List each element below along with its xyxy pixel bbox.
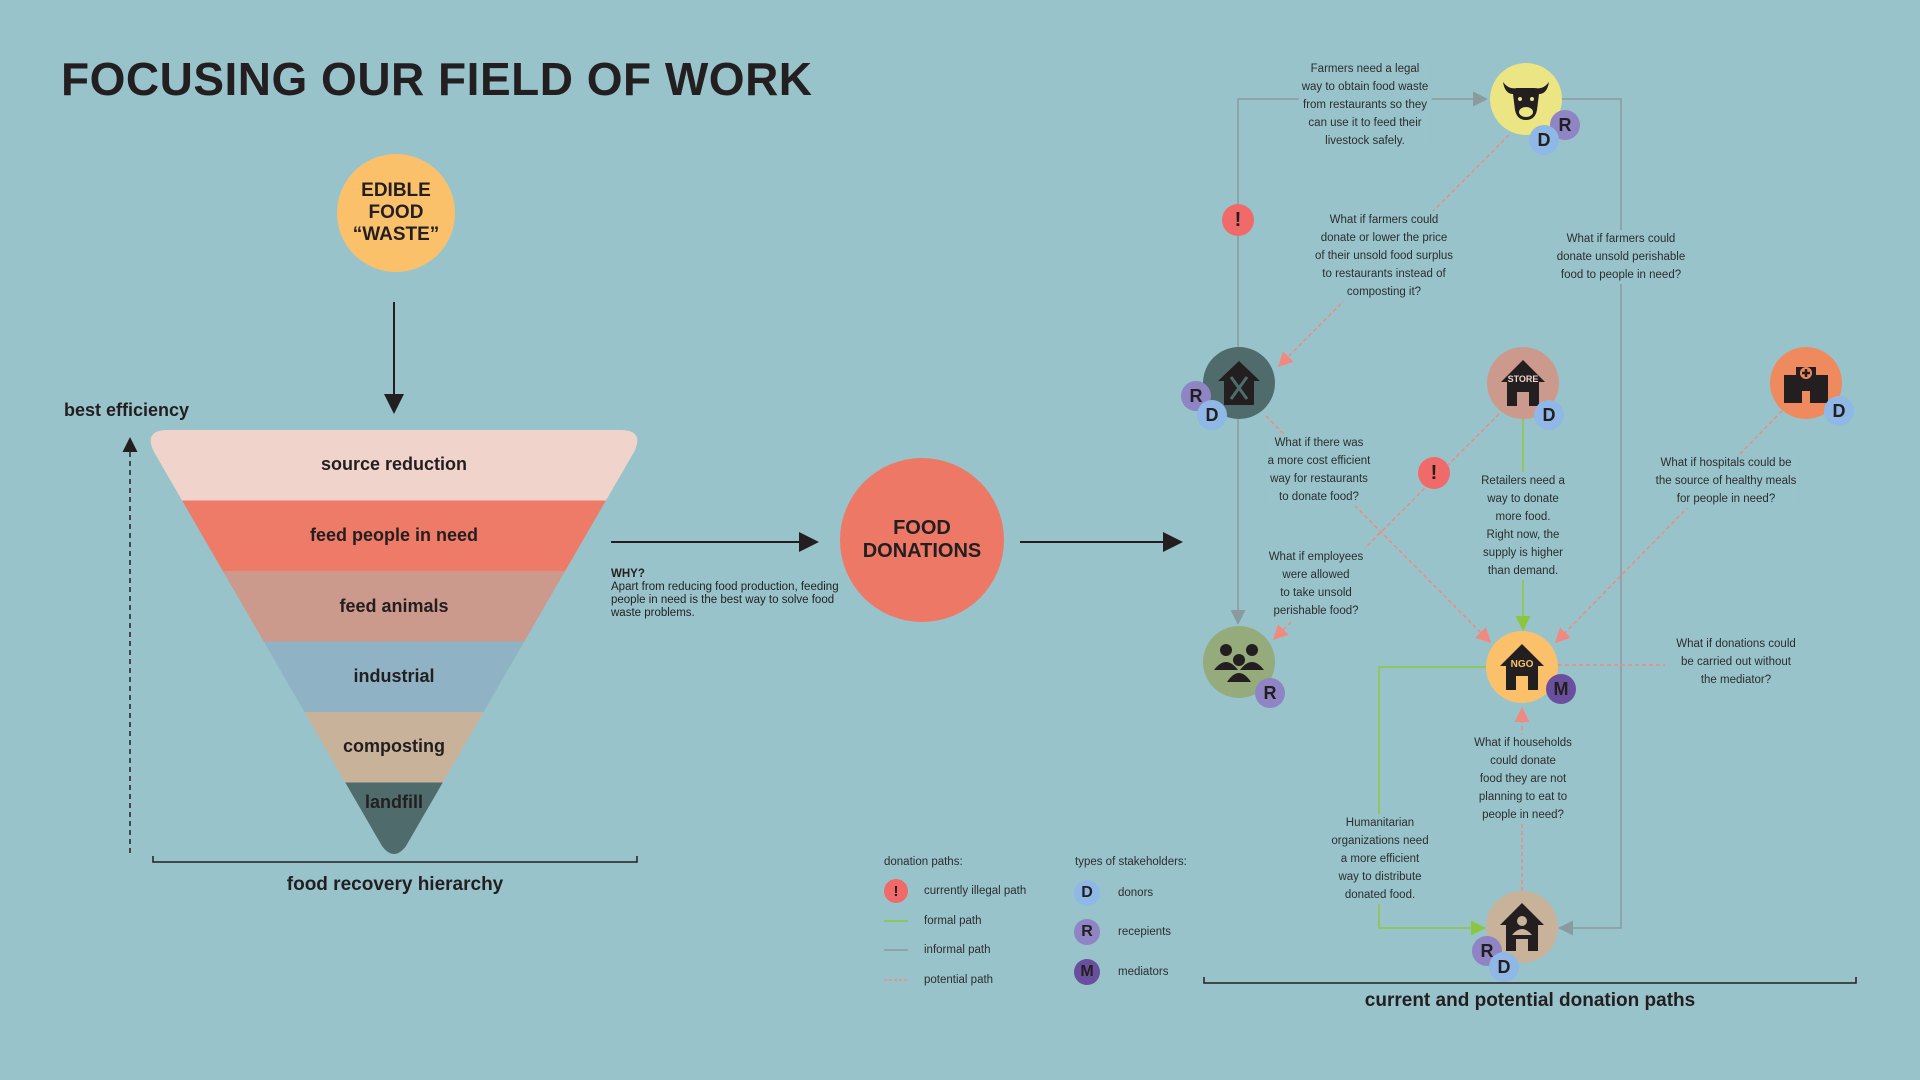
store-icon: STORE bbox=[1501, 360, 1545, 406]
badge-recipient: R bbox=[1255, 678, 1285, 708]
note-farmers-legal: Farmers need a legal way to obtain food … bbox=[1298, 60, 1432, 150]
food-donations-circle: FOOD DONATIONS bbox=[840, 458, 1004, 622]
ngo-label: NGO bbox=[1511, 659, 1534, 670]
why-text: Apart from reducing food production, fee… bbox=[611, 581, 839, 619]
hospital-icon bbox=[1784, 367, 1828, 403]
paths-label: current and potential donation paths bbox=[1364, 990, 1696, 1011]
badge-donor: D bbox=[1489, 952, 1519, 982]
note-mediator: What if donations could be carried out w… bbox=[1673, 635, 1799, 689]
legend-illegal-label: currently illegal path bbox=[924, 885, 1027, 897]
restaurant-icon bbox=[1218, 361, 1260, 405]
note-households: What if households could donate food the… bbox=[1471, 734, 1575, 824]
page-title: FOCUSING OUR FIELD OF WORK bbox=[61, 53, 813, 105]
cow-icon bbox=[1503, 82, 1549, 120]
badge-recipient: R bbox=[1181, 381, 1211, 411]
legend-recipient-label: recepients bbox=[1118, 926, 1172, 938]
level-composting: composting bbox=[343, 736, 445, 756]
edible-food-waste-circle: EDIBLE FOOD “WASTE” bbox=[337, 154, 455, 272]
best-efficiency-label: best efficiency bbox=[64, 400, 190, 420]
note-restaurants-cost: What if there was a more cost efficient … bbox=[1264, 434, 1374, 506]
why-note: WHY? Apart from reducing food production… bbox=[611, 568, 841, 620]
hierarchy-bracket bbox=[152, 856, 638, 863]
legend-donor-label: donors bbox=[1118, 887, 1154, 899]
badge-donor: D bbox=[1824, 396, 1854, 426]
note-farmers-restaurants: What if farmers could donate or lower th… bbox=[1311, 211, 1457, 301]
badge-mediator: M bbox=[1546, 674, 1576, 704]
level-feed-animals: feed animals bbox=[339, 596, 449, 616]
legend-illegal-icon: ! bbox=[884, 879, 908, 903]
hierarchy-label: food recovery hierarchy bbox=[286, 874, 504, 895]
store-label: STORE bbox=[1508, 374, 1539, 384]
note-hospitals: What if hospitals could be the source of… bbox=[1652, 454, 1800, 508]
legend-informal-label: informal path bbox=[924, 944, 991, 956]
legend-stakeholders-heading: types of stakeholders: bbox=[1075, 856, 1187, 868]
badge-donor: D bbox=[1529, 125, 1559, 155]
legend-paths-heading: donation paths: bbox=[884, 856, 963, 868]
ngo-icon: NGO bbox=[1500, 644, 1544, 690]
badge-donor: D bbox=[1197, 400, 1227, 430]
legend-potential-label: potential path bbox=[924, 974, 994, 986]
farm-node bbox=[1490, 63, 1562, 135]
household-node bbox=[1486, 891, 1558, 963]
household-icon bbox=[1500, 903, 1544, 951]
potential-path-hospital-ngo bbox=[1554, 410, 1783, 644]
level-source-reduction: source reduction bbox=[320, 454, 468, 474]
illegal-path-marker: ! bbox=[1418, 457, 1450, 489]
badge-donor: D bbox=[1534, 400, 1564, 430]
level-industrial: industrial bbox=[353, 666, 435, 686]
note-employees: What if employees were allowed to take u… bbox=[1265, 548, 1367, 620]
illegal-path-marker: ! bbox=[1222, 204, 1254, 236]
legend-donor-badge: D bbox=[1074, 880, 1100, 906]
why-heading: WHY? bbox=[611, 568, 645, 580]
hospital-node bbox=[1770, 347, 1842, 419]
people-icon bbox=[1214, 644, 1264, 682]
paths-bracket bbox=[1203, 977, 1857, 984]
legend-mediator-badge: M bbox=[1074, 959, 1100, 985]
legend-formal-label: formal path bbox=[924, 915, 982, 927]
note-farmers-people: What if farmers could donate unsold peri… bbox=[1553, 230, 1689, 284]
legend-recipient-badge: R bbox=[1074, 919, 1100, 945]
level-landfill: landfill bbox=[365, 792, 423, 812]
note-humanitarian: Humanitarian organizations need a more e… bbox=[1328, 814, 1432, 904]
note-retailers: Retailers need a way to donate more food… bbox=[1478, 472, 1568, 580]
level-feed-people: feed people in need bbox=[309, 525, 479, 545]
legend-mediator-label: mediators bbox=[1118, 966, 1169, 978]
